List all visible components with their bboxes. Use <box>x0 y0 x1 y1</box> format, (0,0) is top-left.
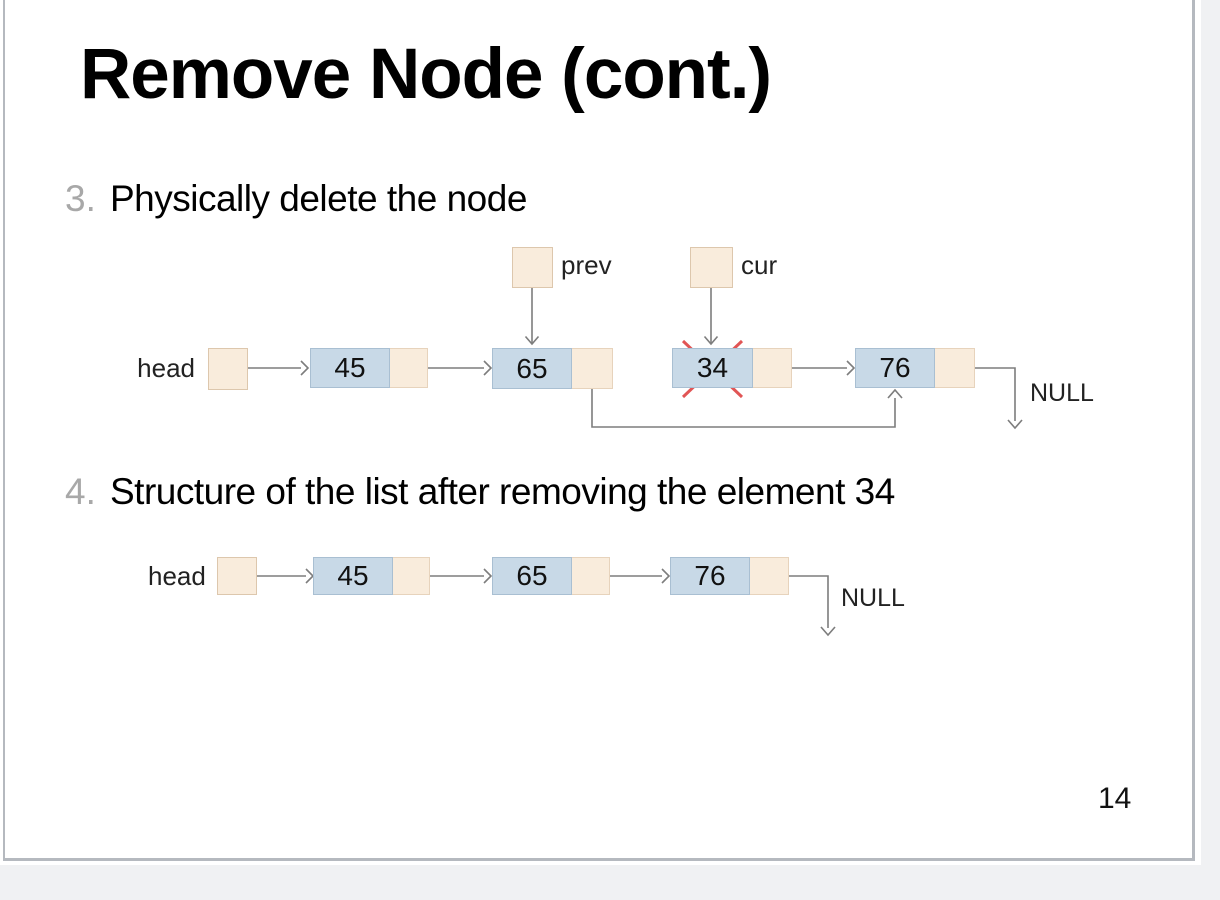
d2-node-45-next-cell <box>393 557 430 595</box>
d1-34-to-76-arrowhead <box>846 360 856 376</box>
d1-node-76-next-cell <box>935 348 975 388</box>
d1-node-34-value: 34 <box>672 348 753 388</box>
d2-node-76: 76 <box>670 557 789 595</box>
step-4: 4. Structure of the list after removing … <box>65 471 895 513</box>
step-3: 3. Physically delete the node <box>65 178 527 220</box>
d1-head-pointer-box <box>208 348 248 390</box>
d2-head-to-45-arrowhead <box>305 568 315 584</box>
d1-head-to-45-arrowhead <box>300 360 310 376</box>
d2-65-to-76-arrowhead <box>661 568 671 584</box>
d2-node-76-next-cell <box>750 557 789 595</box>
d2-head-label: head <box>148 561 206 591</box>
d1-45-to-65-arrowhead <box>483 360 493 376</box>
page-number: 14 <box>1098 782 1132 815</box>
d2-node-65: 65 <box>492 557 610 595</box>
d2-node-45-value: 45 <box>313 557 393 595</box>
prev-arrowhead <box>524 335 540 346</box>
cur-arrowhead <box>703 335 719 346</box>
prev-label: prev <box>561 250 612 280</box>
d1-node-65-value: 65 <box>492 348 572 389</box>
step-3-text: Physically delete the node <box>110 178 527 219</box>
d1-null-label: NULL <box>1030 379 1094 407</box>
slide-title: Remove Node (cont.) <box>80 35 772 114</box>
slide: Remove Node (cont.) 3. Physically delete… <box>3 0 1195 861</box>
cur-label: cur <box>741 250 778 280</box>
prev-pointer-box <box>512 247 553 288</box>
step-3-number: 3. <box>65 178 96 219</box>
step-4-text: Structure of the list after removing the… <box>110 471 895 512</box>
d1-node-34-removed: 34 <box>672 348 792 388</box>
d1-head-label: head <box>137 353 195 383</box>
cur-pointer-box <box>690 247 733 288</box>
d1-node-45: 45 <box>310 348 428 388</box>
d1-node-76-value: 76 <box>855 348 935 388</box>
d1-node-45-next-cell <box>390 348 428 388</box>
step-4-number: 4. <box>65 471 96 512</box>
d1-node-65-next-cell <box>572 348 613 389</box>
d2-45-to-65-arrowhead <box>483 568 493 584</box>
d1-node-65: 65 <box>492 348 613 389</box>
outside-background-right <box>1201 0 1220 865</box>
d2-null-arrowhead <box>820 626 836 637</box>
d1-null-arrowhead <box>1007 419 1023 430</box>
outside-background-bottom <box>0 865 1220 900</box>
d2-null-label: NULL <box>841 584 905 612</box>
d1-node-76: 76 <box>855 348 975 388</box>
d1-bypass-arrowhead <box>887 388 903 399</box>
d1-node-34-next-cell <box>753 348 792 388</box>
d2-head-pointer-box <box>217 557 257 595</box>
d1-node-45-value: 45 <box>310 348 390 388</box>
d2-node-65-next-cell <box>572 557 610 595</box>
d2-node-65-value: 65 <box>492 557 572 595</box>
d2-node-76-value: 76 <box>670 557 750 595</box>
d2-node-45: 45 <box>313 557 430 595</box>
